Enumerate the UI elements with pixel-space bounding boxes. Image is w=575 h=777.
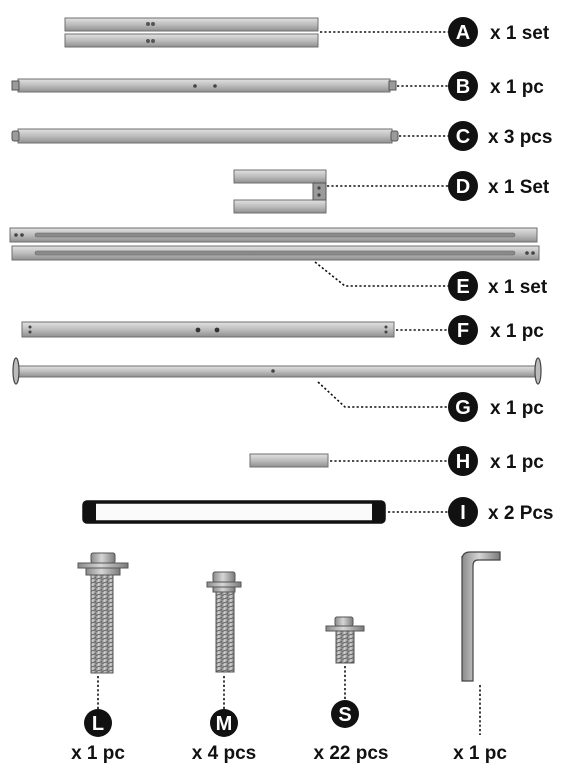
badge-letter-l: L <box>92 713 104 735</box>
badge-letter-h: H <box>456 451 470 473</box>
badge-m <box>210 709 238 737</box>
qty-s: x 22 pcs <box>314 743 389 764</box>
qty-e: x 1 set <box>488 277 548 298</box>
badge-letter-f: F <box>457 320 469 342</box>
badge-l <box>84 709 112 737</box>
qty-h: x 1 pc <box>490 452 544 473</box>
hardware-label-m: M x 4 pcs <box>192 709 256 764</box>
badge-letter-c: C <box>456 126 470 148</box>
badge-b <box>448 71 478 101</box>
badge-letter-b: B <box>456 76 470 98</box>
part-label-e: E x 1 set <box>448 271 548 301</box>
badge-letter-m: M <box>216 713 233 735</box>
bolt-l-drawing <box>77 552 129 674</box>
part-g-drawing <box>12 357 542 385</box>
allen-key-drawing <box>461 551 501 682</box>
part-label-h: H x 1 pc <box>448 446 544 476</box>
part-label-g: G x 1 pc <box>448 392 544 422</box>
part-a-drawing <box>64 17 319 48</box>
badge-letter-e: E <box>456 276 469 298</box>
part-e-drawing <box>9 227 540 261</box>
badge-letter-s: S <box>338 704 351 726</box>
leader-lines <box>97 31 481 735</box>
qty-c: x 3 pcs <box>488 127 552 148</box>
part-label-f: F x 1 pc <box>448 315 544 345</box>
bolt-s-drawing <box>325 616 365 664</box>
badge-f <box>448 315 478 345</box>
bolt-m-drawing <box>206 571 242 673</box>
badge-letter-g: G <box>455 397 471 419</box>
part-c-drawing <box>11 128 399 144</box>
badge-g <box>448 392 478 422</box>
part-b-drawing <box>11 78 397 93</box>
part-label-d: D x 1 Set <box>448 171 550 201</box>
part-h-drawing <box>249 453 329 468</box>
part-label-i: I x 2 Pcs <box>448 497 554 527</box>
qty-l: x 1 pc <box>71 743 125 764</box>
badge-e <box>448 271 478 301</box>
part-f-drawing <box>21 321 395 338</box>
badge-a <box>448 17 478 47</box>
qty-allen-key: x 1 pc <box>453 743 507 764</box>
badge-letter-d: D <box>456 176 470 198</box>
part-label-b: B x 1 pc <box>448 71 544 101</box>
badge-letter-i: I <box>460 502 466 524</box>
badge-c <box>448 121 478 151</box>
qty-b: x 1 pc <box>490 77 544 98</box>
part-label-a: A x 1 set <box>448 17 550 47</box>
qty-d: x 1 Set <box>488 177 550 198</box>
badge-i <box>448 497 478 527</box>
hardware-label-allen-key: x 1 pc <box>453 743 507 764</box>
part-i-drawing <box>82 500 386 524</box>
qty-m: x 4 pcs <box>192 743 256 764</box>
badge-h <box>448 446 478 476</box>
part-d-drawing <box>233 169 327 214</box>
hardware-label-l: L x 1 pc <box>71 709 125 764</box>
qty-f: x 1 pc <box>490 321 544 342</box>
qty-g: x 1 pc <box>490 398 544 419</box>
badge-s <box>331 700 359 728</box>
qty-i: x 2 Pcs <box>488 503 554 524</box>
qty-a: x 1 set <box>490 23 550 44</box>
badge-d <box>448 171 478 201</box>
part-label-c: C x 3 pcs <box>448 121 552 151</box>
hardware-label-s: S x 22 pcs <box>314 700 389 764</box>
badge-letter-a: A <box>456 22 470 44</box>
